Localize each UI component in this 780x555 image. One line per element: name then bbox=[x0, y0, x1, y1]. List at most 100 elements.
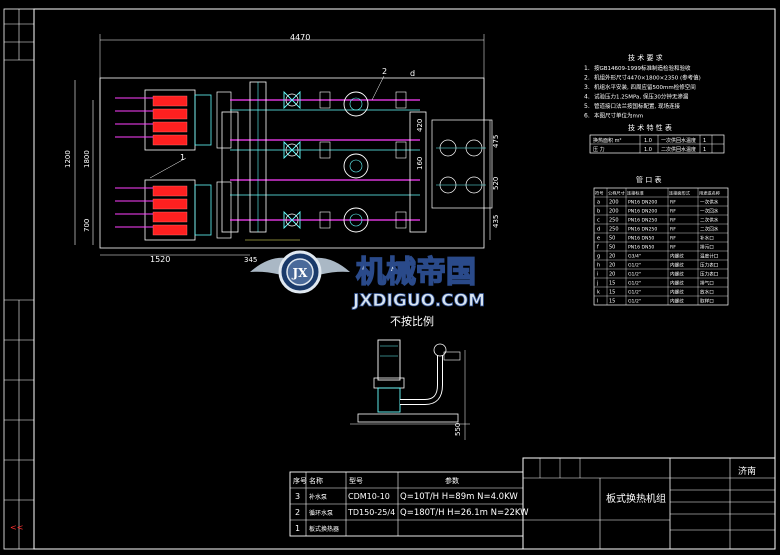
leader-2 bbox=[371, 75, 385, 101]
param-qty: 1 bbox=[703, 147, 706, 153]
param-name: 压 力 bbox=[593, 146, 605, 153]
nozzle-symbol: d bbox=[597, 227, 600, 233]
nozzle-symbol: g bbox=[597, 254, 600, 260]
flange bbox=[319, 141, 331, 159]
part-param: Q=10T/H H=89m N=4.0KW bbox=[400, 492, 518, 502]
nozzle-symbol: l bbox=[597, 299, 598, 305]
nozzle-standard: PN16 DN50 bbox=[628, 236, 654, 242]
requirement-num: 1. bbox=[584, 65, 590, 72]
nozzle-face: 内螺纹 bbox=[670, 262, 684, 269]
nozzle-face: RF bbox=[670, 245, 676, 251]
circulation-pump bbox=[343, 91, 369, 117]
marker-2: 2 bbox=[382, 67, 387, 76]
nozzle-face: 内螺纹 bbox=[670, 280, 684, 287]
nozzle-face: 内螺纹 bbox=[670, 298, 684, 305]
nozzle-standard: G1/2" bbox=[628, 299, 641, 305]
requirement-text: 机组水平安装, 四周应留500mm检修空间 bbox=[594, 83, 696, 91]
dim-475: 475 bbox=[492, 135, 500, 148]
tech-params-title: 技 术 特 性 表 bbox=[628, 123, 672, 132]
outlet-flange bbox=[443, 351, 461, 361]
pump-impeller bbox=[349, 97, 363, 111]
param-value: 1.0 bbox=[644, 147, 652, 153]
drawing-name: 板式换热机组 bbox=[606, 492, 666, 505]
title-block: 板式换热机组 济南 bbox=[522, 457, 776, 550]
param-desc: 一次供回水温度 bbox=[661, 137, 696, 144]
part-param: Q=180T/H H=26.1m N=22KW bbox=[400, 508, 529, 518]
dim-1800: 1800 bbox=[83, 150, 91, 168]
flange bbox=[395, 211, 407, 229]
flange bbox=[319, 91, 331, 109]
nozzle-use: 二次供水 bbox=[700, 217, 719, 224]
tech-requirements-title: 技 术 要 求 bbox=[628, 53, 663, 62]
param-desc: 二次供回水温度 bbox=[661, 146, 696, 153]
nozzle-face: 内螺纹 bbox=[670, 289, 684, 296]
dim-420: 420 bbox=[416, 119, 424, 132]
dim-left-width: 1520 bbox=[150, 255, 170, 264]
skid-outline bbox=[99, 77, 485, 249]
nozzle-symbol: h bbox=[597, 263, 600, 269]
plan-view bbox=[74, 34, 493, 256]
nozzle-face: RF bbox=[670, 236, 676, 242]
nozzle-use: 补水口 bbox=[700, 235, 714, 242]
nozzle-dn: 250 bbox=[609, 227, 619, 233]
vessel-left bbox=[221, 111, 239, 233]
pump-casing bbox=[377, 387, 401, 413]
nozzle-header: 符号 bbox=[595, 190, 603, 197]
part-no: 1 bbox=[295, 524, 300, 533]
svg-text:JX: JX bbox=[292, 266, 309, 280]
nozzle-standard: G1/2" bbox=[628, 263, 641, 269]
motor bbox=[377, 339, 401, 381]
valve-body bbox=[285, 213, 299, 227]
nozzle-dn: 20 bbox=[609, 254, 615, 260]
circulation-pump bbox=[343, 207, 369, 233]
nozzle-use: 二次回水 bbox=[700, 226, 719, 233]
flange bbox=[319, 211, 331, 229]
dim-520: 520 bbox=[492, 177, 500, 190]
nozzle-standard: G1/2" bbox=[628, 272, 641, 278]
nozzle-header: 公称尺寸 bbox=[608, 190, 625, 197]
nozzle-dn: 200 bbox=[609, 200, 619, 206]
nozzle-standard: G1/2" bbox=[628, 290, 641, 296]
nozzle-table-title: 管 口 表 bbox=[636, 175, 661, 184]
discharge-pipe bbox=[400, 355, 443, 405]
motor-flange bbox=[373, 377, 405, 389]
marker-d: d bbox=[410, 69, 415, 78]
valve bbox=[283, 90, 301, 110]
makeup-pump-frame bbox=[431, 119, 493, 209]
nozzle-dn: 15 bbox=[609, 281, 615, 287]
nozzle-use: 一次回水 bbox=[700, 208, 719, 215]
nozzle-dn: 50 bbox=[609, 245, 615, 251]
flange bbox=[395, 91, 407, 109]
requirement-num: 4. bbox=[584, 94, 590, 101]
nozzle-use: 压力表口 bbox=[700, 262, 719, 269]
nozzle-use: 取样口 bbox=[700, 298, 714, 305]
nozzle-symbol: j bbox=[596, 281, 598, 287]
base-plate bbox=[357, 413, 459, 423]
nozzle-standard: G3/4" bbox=[628, 254, 641, 260]
nozzle-use: 放水口 bbox=[700, 289, 714, 296]
nozzle-symbol: f bbox=[597, 245, 599, 251]
valve bbox=[283, 140, 301, 160]
company-name: 济南 bbox=[738, 465, 756, 477]
nozzle-symbol: c bbox=[597, 218, 600, 224]
svg-text:<<: << bbox=[10, 523, 23, 532]
nozzle-standard: PN16 DN200 bbox=[628, 200, 657, 206]
nozzle-face: 内螺纹 bbox=[670, 271, 684, 278]
nozzle-standard: PN16 DN250 bbox=[628, 227, 657, 233]
part-name: 循环水泵 bbox=[309, 509, 333, 517]
circulation-pump bbox=[343, 153, 369, 179]
left-margin-strip: << bbox=[3, 8, 35, 550]
requirement-text: 按GB14609-1999标准制造检验和验收 bbox=[594, 64, 691, 72]
nozzle-use: 排气口 bbox=[700, 280, 714, 287]
watermark-url: JXDIGUO.COM bbox=[352, 291, 485, 311]
part-no: 2 bbox=[295, 508, 300, 517]
part-model: TD150-25/4 bbox=[347, 508, 395, 517]
nozzle-dn: 20 bbox=[609, 272, 615, 278]
pump-impeller bbox=[349, 213, 363, 227]
requirement-text: 试验压力1.25MPa, 保压30分钟无渗漏 bbox=[594, 93, 689, 101]
dim-550: 550 bbox=[454, 423, 462, 436]
requirement-num: 3. bbox=[584, 84, 590, 91]
plate-heat-exchanger bbox=[115, 179, 232, 241]
pump-impeller bbox=[349, 159, 363, 173]
